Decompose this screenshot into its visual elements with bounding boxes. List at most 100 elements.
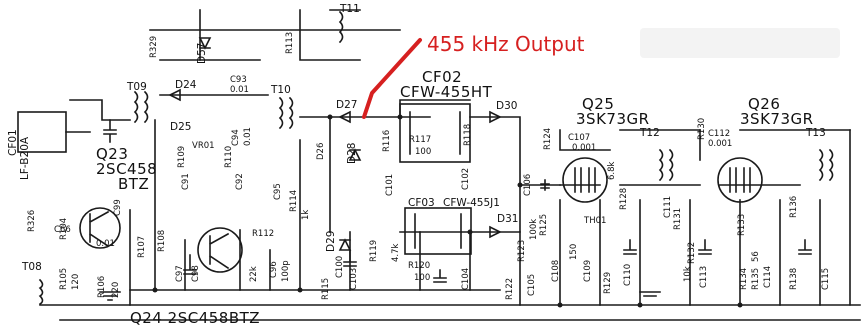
c66-label: C66: [54, 225, 71, 235]
c93-value: 0.01: [230, 85, 249, 95]
r117-label: R117: [409, 135, 432, 145]
c114-label: C114: [763, 265, 773, 288]
value-1k: 1k: [301, 209, 311, 220]
r122-label: R122: [505, 277, 515, 300]
r109-label: R109: [177, 145, 187, 168]
c94-value: 0.01: [243, 127, 253, 146]
r138-label: R138: [789, 267, 799, 290]
c109-label: C109: [583, 259, 593, 282]
q26-ref: Q26: [748, 95, 781, 113]
r130-label: R130: [697, 117, 707, 140]
t12-label: T12: [640, 127, 660, 139]
cf02-ref: CF02: [422, 68, 463, 86]
d30-label: D30: [496, 100, 518, 112]
c112-value: 0.001: [708, 139, 733, 149]
r110-label: R110: [224, 145, 234, 168]
r116-label: R116: [382, 129, 392, 152]
t10-label: T10: [271, 84, 291, 96]
r128-label: R128: [619, 187, 629, 210]
q25-part: 3SK73GR: [576, 110, 650, 128]
c112-label: C112: [708, 129, 731, 139]
c107-value: 0.001: [572, 143, 597, 153]
q24-label: Q24 2SC458BTZ: [130, 309, 261, 327]
callout-label: 455 kHz Output: [427, 32, 585, 56]
t08-label: T08: [22, 261, 42, 273]
r108-label: R108: [157, 229, 167, 252]
r133-label: R133: [737, 213, 747, 236]
r326-label: R326: [27, 209, 37, 232]
cf01-ref: CF01: [7, 129, 19, 156]
d26-label: D26: [316, 142, 326, 160]
d25-label: D25: [170, 121, 192, 133]
d24-label: D24: [175, 79, 197, 91]
th01-label: TH01: [584, 216, 607, 226]
r120-label: R120: [408, 261, 431, 271]
r134-label: R134: [739, 267, 749, 290]
r117-value: 100: [415, 147, 432, 157]
q26-part: 3SK73GR: [740, 110, 814, 128]
q23-suffix: BTZ: [118, 175, 150, 193]
c93-label: C93: [230, 75, 247, 85]
c91-label: C91: [181, 173, 191, 190]
r129-label: R129: [603, 271, 613, 294]
c107-label: C107: [568, 133, 591, 143]
c108-label: C108: [551, 259, 561, 282]
c102-label: C102: [461, 167, 471, 190]
r112-label: R112: [252, 229, 275, 239]
background-smudge: [640, 28, 840, 58]
value-220: 220: [111, 281, 121, 298]
c100-label: C100: [335, 255, 345, 278]
d31-label: D31: [497, 213, 519, 225]
t11-label: T11: [340, 3, 360, 15]
c105-label: C105: [527, 273, 537, 296]
c95-label: C95: [273, 183, 283, 200]
r132-label: R132: [687, 241, 697, 264]
value-100k: 100k: [529, 218, 539, 240]
c113-label: C113: [699, 265, 709, 288]
c111-label: C111: [663, 195, 673, 218]
r123-label: R123: [517, 239, 527, 262]
d29-label: D29: [325, 230, 337, 252]
t09-label: T09: [127, 81, 147, 93]
c101-label: C101: [385, 173, 395, 196]
callout-arrow: [362, 38, 422, 119]
c99-label: C99: [113, 199, 123, 216]
c97-label: C97: [175, 265, 185, 282]
r119-label: R119: [369, 239, 379, 262]
c103-label: C103: [349, 267, 359, 290]
r115-label: R115: [321, 277, 331, 300]
value-100p: 100p: [281, 260, 291, 282]
cf03-part: CFW-455J1: [443, 197, 500, 209]
q25-ref: Q25: [582, 95, 615, 113]
d27-label: D27: [336, 99, 358, 111]
r329-label: R329: [149, 35, 159, 58]
r135-label: R135: [751, 267, 761, 290]
r114-label: R114: [289, 189, 299, 212]
c92-label: C92: [235, 173, 245, 190]
vr01-label: VR01: [192, 141, 215, 151]
r105-label: R105: [59, 267, 69, 290]
value-150: 150: [569, 243, 579, 260]
q23-part: 2SC458: [96, 160, 158, 178]
r124-label: R124: [543, 127, 553, 150]
value-10k: 10k: [683, 266, 693, 282]
value-120: 120: [71, 273, 81, 290]
r120-value: 100: [414, 273, 431, 283]
value-56: 56: [751, 251, 761, 262]
cf02-part: CFW-455HT: [400, 83, 493, 101]
c115-label: C115: [821, 267, 831, 290]
value-47k: 4.7k: [391, 243, 401, 262]
value-68k: 6.8k: [607, 161, 617, 180]
c94-label: C94: [231, 129, 241, 146]
c98-label: C98: [191, 265, 201, 282]
c110-label: C110: [623, 263, 633, 286]
c106-label: C106: [523, 173, 533, 196]
d57-label: D57: [196, 42, 208, 64]
value-22k: 22k: [249, 266, 259, 282]
r136-label: R136: [789, 195, 799, 218]
r131-label: R131: [673, 207, 683, 230]
c96-label: C96: [269, 261, 279, 278]
r106-label: R106: [97, 275, 107, 298]
